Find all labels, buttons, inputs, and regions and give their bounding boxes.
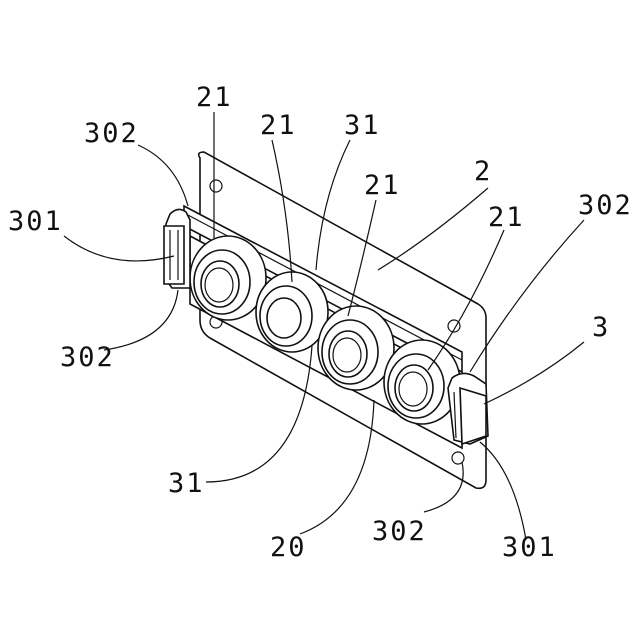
label-21-b: 21 bbox=[260, 110, 297, 141]
connector-1 bbox=[190, 236, 266, 320]
label-302-bottom-right: 302 bbox=[372, 516, 427, 547]
label-21-c: 21 bbox=[364, 170, 401, 201]
right-clip bbox=[448, 373, 488, 444]
label-21-a: 21 bbox=[196, 82, 233, 113]
connector-2 bbox=[256, 272, 328, 352]
label-301-left: 301 bbox=[8, 206, 63, 237]
label-302-bottom-left: 302 bbox=[60, 342, 115, 373]
left-clip bbox=[164, 209, 190, 288]
label-2: 2 bbox=[474, 156, 492, 187]
label-21-d: 21 bbox=[488, 202, 525, 233]
connector-3 bbox=[318, 306, 394, 390]
label-20: 20 bbox=[270, 532, 307, 563]
label-31-bottom: 31 bbox=[168, 468, 205, 499]
label-302-top-right: 302 bbox=[578, 190, 633, 221]
connector-4 bbox=[384, 340, 460, 424]
label-3: 3 bbox=[592, 312, 610, 343]
label-302-top-left: 302 bbox=[84, 118, 139, 149]
label-31-top: 31 bbox=[344, 110, 381, 141]
label-301-right: 301 bbox=[502, 532, 557, 563]
